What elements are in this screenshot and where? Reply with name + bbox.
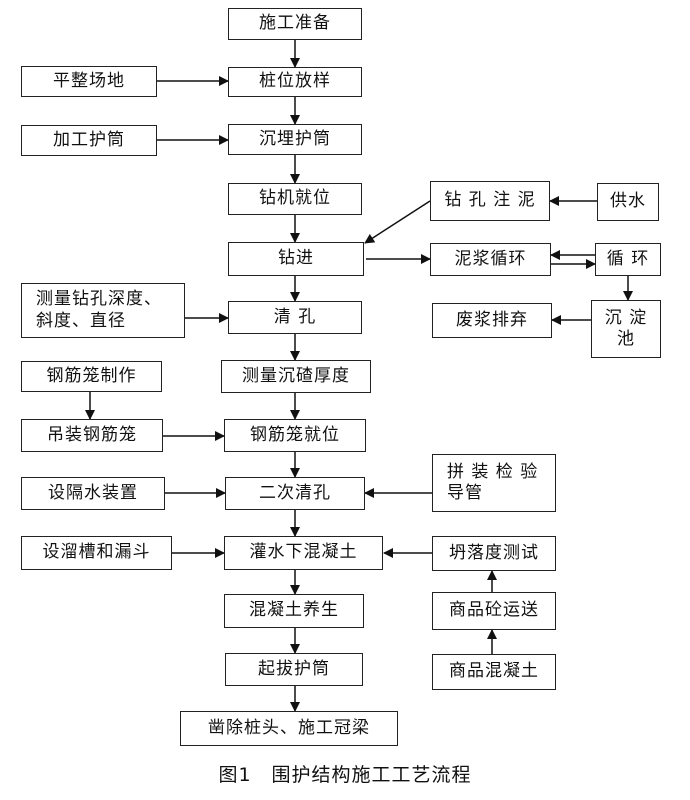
step-label: 凿除桩头、施工冠梁 xyxy=(208,717,370,738)
step-label: 二次清孔 xyxy=(259,482,331,503)
input-label: 吊装钢筋笼 xyxy=(47,424,137,445)
transport-label: 商品砼运送 xyxy=(449,600,539,621)
step-pull-casing: 起拔护筒 xyxy=(225,653,363,686)
step-label: 沉埋护筒 xyxy=(259,128,331,149)
mud-injection: 钻 孔 注 泥 xyxy=(430,181,550,221)
waste-mud-disposal: 废浆排弃 xyxy=(432,303,552,338)
waste-label: 废浆排弃 xyxy=(456,309,528,330)
input-chute-funnel: 设溜槽和漏斗 xyxy=(21,536,172,570)
step-label: 钻进 xyxy=(278,248,314,269)
step-label: 起拔护筒 xyxy=(258,658,330,679)
input-level-site: 平整场地 xyxy=(21,66,157,97)
concrete-label: 商品混凝土 xyxy=(449,661,539,682)
pipe-assembly-inspection: 拼 装 检 验 导管 xyxy=(432,454,556,512)
step-measure-sediment: 测量沉碴厚度 xyxy=(221,360,371,393)
input-label: 测量钻孔深度、 斜度、直径 xyxy=(36,289,162,331)
step-rig-position: 钻机就位 xyxy=(228,183,362,215)
step-label: 施工准备 xyxy=(259,13,331,34)
input-label: 设隔水装置 xyxy=(48,482,138,503)
step-label: 钢筋笼就位 xyxy=(250,424,340,445)
step-label: 钻机就位 xyxy=(259,188,331,209)
step-cage-placement: 钢筋笼就位 xyxy=(224,419,366,452)
input-fabricate-casing: 加工护筒 xyxy=(21,125,157,156)
input-water-stop-device: 设隔水装置 xyxy=(21,477,165,510)
arrow-inject-drill xyxy=(364,200,431,244)
step-label: 混凝土养生 xyxy=(249,600,339,621)
input-lift-cage: 吊装钢筋笼 xyxy=(21,419,163,452)
step-label: 清 孔 xyxy=(273,306,317,327)
step-pile-stakeout: 桩位放样 xyxy=(228,67,362,97)
mud-circulation-label: 泥浆循环 xyxy=(454,248,527,269)
slump-test: 坍落度测试 xyxy=(432,536,556,571)
ready-mix-concrete: 商品混凝土 xyxy=(432,654,556,690)
input-label: 加工护筒 xyxy=(53,129,125,150)
step-drilling: 钻进 xyxy=(228,242,364,276)
circulation: 循 环 xyxy=(595,243,661,276)
step-label: 测量沉碴厚度 xyxy=(242,365,350,386)
step-chisel-pile-head: 凿除桩头、施工冠梁 xyxy=(180,711,398,746)
slump-label: 坍落度测试 xyxy=(449,542,539,563)
water-supply: 供水 xyxy=(597,183,659,221)
input-measure-hole: 测量钻孔深度、 斜度、直径 xyxy=(21,283,185,338)
circulation-label: 循 环 xyxy=(606,248,650,269)
step-concrete-curing: 混凝土养生 xyxy=(224,594,364,628)
step-second-cleaning: 二次清孔 xyxy=(225,477,365,510)
step-label: 灌水下混凝土 xyxy=(249,542,358,563)
water-supply-label: 供水 xyxy=(610,191,646,212)
input-label: 平整场地 xyxy=(53,70,125,91)
step-underwater-pour: 灌水下混凝土 xyxy=(224,536,383,570)
step-bury-casing: 沉埋护筒 xyxy=(228,124,362,155)
step-clean-hole: 清 孔 xyxy=(228,301,362,334)
step-construction-prep: 施工准备 xyxy=(228,8,362,40)
settling-tank-label: 沉 淀 池 xyxy=(604,307,648,349)
mud-circulation: 泥浆循环 xyxy=(430,243,551,276)
step-label: 桩位放样 xyxy=(259,71,331,92)
figure-caption: 图1 围护结构施工工艺流程 xyxy=(218,764,472,786)
concrete-transport: 商品砼运送 xyxy=(432,592,556,630)
input-cage-fabrication: 钢筋笼制作 xyxy=(21,361,162,392)
input-label: 设溜槽和漏斗 xyxy=(42,542,151,563)
input-label: 钢筋笼制作 xyxy=(46,365,137,386)
pipe-label: 拼 装 检 验 导管 xyxy=(447,461,539,503)
mud-injection-label: 钻 孔 注 泥 xyxy=(444,190,536,211)
settling-tank: 沉 淀 池 xyxy=(591,300,661,358)
